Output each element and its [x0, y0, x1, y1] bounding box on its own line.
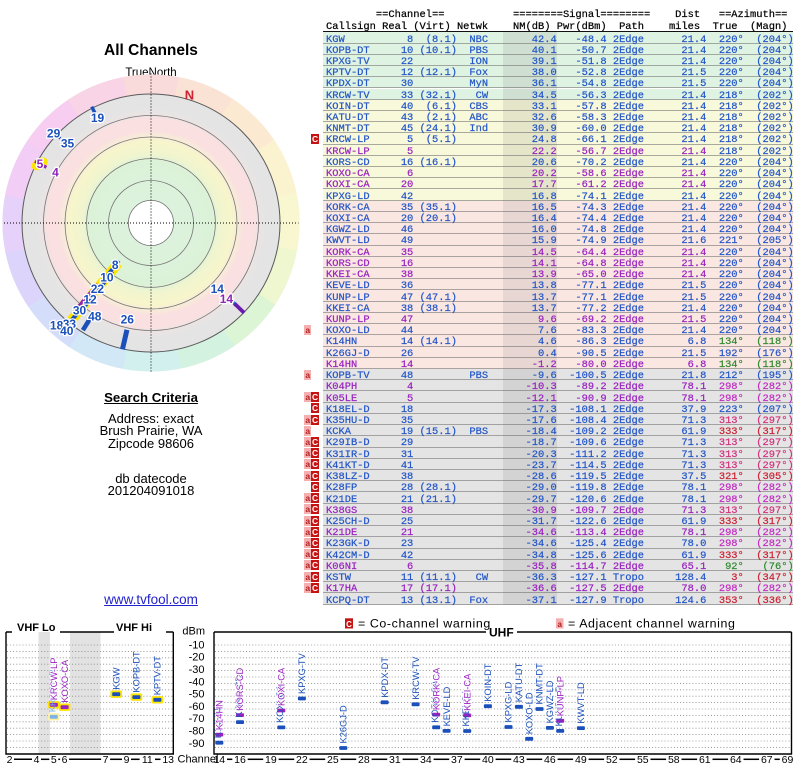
svg-text:KUNP-LP: KUNP-LP [555, 676, 565, 716]
svg-text:6: 6 [62, 754, 68, 766]
svg-text:14: 14 [211, 282, 225, 296]
svg-text:-60: -60 [189, 701, 205, 713]
svg-text:KORK-CA: KORK-CA [430, 680, 440, 723]
svg-text:dBm: dBm [182, 626, 205, 638]
svg-text:48: 48 [88, 309, 102, 323]
svg-text:C: C [346, 620, 352, 629]
svg-text:22: 22 [91, 282, 105, 296]
svg-text:KORK-CA: KORK-CA [431, 667, 441, 710]
svg-text:11: 11 [142, 754, 153, 766]
svg-text:-90: -90 [189, 738, 205, 750]
svg-text:4: 4 [34, 754, 40, 766]
svg-text:-80: -80 [189, 726, 205, 738]
svg-text:28: 28 [358, 754, 370, 766]
svg-text:K14HN: K14HN [213, 708, 223, 738]
svg-text:49: 49 [575, 754, 587, 766]
svg-text:22: 22 [296, 754, 308, 766]
svg-text:-40: -40 [189, 676, 205, 688]
svg-text:-70: -70 [189, 713, 205, 725]
svg-text:KEVE-LD: KEVE-LD [442, 686, 452, 726]
svg-text:18: 18 [50, 318, 64, 332]
svg-text:N: N [185, 88, 194, 103]
svg-text:34: 34 [420, 754, 432, 766]
svg-text:26: 26 [121, 313, 135, 327]
svg-text:12: 12 [83, 293, 97, 307]
svg-text:KOPB-DT: KOPB-DT [132, 651, 142, 693]
svg-text:16: 16 [234, 754, 246, 766]
svg-text:UHF: UHF [489, 626, 514, 640]
svg-text:40: 40 [60, 324, 74, 338]
svg-text:7: 7 [103, 754, 109, 766]
svg-text:K14HN: K14HN [215, 700, 225, 730]
svg-text:14: 14 [220, 292, 234, 306]
svg-text:VHF Hi: VHF Hi [116, 622, 152, 634]
svg-text:KWVT-LD: KWVT-LD [576, 682, 586, 724]
svg-text:55: 55 [637, 754, 649, 766]
svg-text:64: 64 [730, 754, 742, 766]
svg-text:14: 14 [213, 754, 225, 766]
svg-text:Channel: Channel [178, 754, 219, 766]
svg-text:a: a [557, 620, 562, 629]
svg-text:KGWZ-LD: KGWZ-LD [545, 680, 555, 723]
svg-text:KATU-DT: KATU-DT [514, 662, 524, 702]
svg-text:-20: -20 [189, 652, 205, 664]
svg-text:KNMT-DT: KNMT-DT [535, 663, 545, 705]
svg-text:KORS-CD: KORS-CD [235, 667, 245, 710]
svg-text:43: 43 [513, 754, 525, 766]
svg-text:KPXG-LD: KPXG-LD [504, 681, 514, 722]
svg-text:KUNP-LP: KUNP-LP [554, 686, 564, 726]
svg-text:2: 2 [7, 754, 13, 766]
svg-text:19: 19 [265, 754, 277, 766]
svg-text:KRCW-TV: KRCW-TV [411, 656, 421, 700]
svg-text:13: 13 [162, 754, 174, 766]
svg-text:5: 5 [51, 754, 57, 766]
svg-text:5: 5 [37, 157, 44, 171]
svg-text:69: 69 [782, 754, 794, 766]
svg-text:52: 52 [606, 754, 618, 766]
svg-text:46: 46 [544, 754, 556, 766]
svg-text:10: 10 [100, 271, 114, 285]
svg-text:= Adjacent channel warning: = Adjacent channel warning [568, 617, 736, 631]
svg-text:KOXI-CA: KOXI-CA [277, 667, 287, 706]
svg-text:-50: -50 [189, 689, 205, 701]
svg-text:33: 33 [63, 317, 77, 331]
svg-text:KRCW-LP: KRCW-LP [49, 658, 59, 701]
svg-text:KGW: KGW [111, 667, 121, 689]
svg-text:-30: -30 [189, 664, 205, 676]
svg-text:19: 19 [91, 111, 105, 125]
svg-text:9: 9 [124, 754, 130, 766]
svg-text:KORS-CD: KORS-CD [234, 674, 244, 717]
svg-text:KOXO-LD: KOXO-LD [524, 692, 534, 734]
svg-text:KOIN-DT: KOIN-DT [483, 663, 493, 702]
svg-text:K26GJ-D: K26GJ-D [339, 705, 349, 744]
svg-text:KOXO-CA: KOXO-CA [60, 659, 70, 703]
svg-text:67: 67 [761, 754, 773, 766]
svg-text:61: 61 [699, 754, 711, 766]
svg-text:KPTV-DT: KPTV-DT [153, 656, 163, 696]
svg-text:30: 30 [73, 304, 87, 318]
svg-text:= Co-channel warning: = Co-channel warning [358, 617, 491, 631]
svg-text:58: 58 [668, 754, 680, 766]
svg-text:KPDX-DT: KPDX-DT [380, 657, 390, 698]
svg-text:25: 25 [327, 754, 339, 766]
svg-text:8: 8 [112, 258, 119, 272]
svg-text:29: 29 [47, 127, 61, 141]
svg-text:KPXG-TV: KPXG-TV [297, 652, 307, 694]
svg-text:KKEI-CA: KKEI-CA [461, 689, 471, 727]
svg-text:VHF Lo: VHF Lo [17, 622, 56, 634]
svg-text:-10: -10 [189, 639, 205, 651]
svg-text:KOXI-CA: KOXI-CA [275, 684, 285, 723]
svg-text:4: 4 [52, 166, 59, 180]
svg-text:40: 40 [482, 754, 494, 766]
svg-text:KRCW-LP: KRCW-LP [48, 670, 58, 713]
svg-text:31: 31 [389, 754, 401, 766]
svg-text:35: 35 [61, 137, 75, 151]
svg-text:KKEI-CA: KKEI-CA [462, 673, 472, 711]
svg-text:37: 37 [451, 754, 463, 766]
